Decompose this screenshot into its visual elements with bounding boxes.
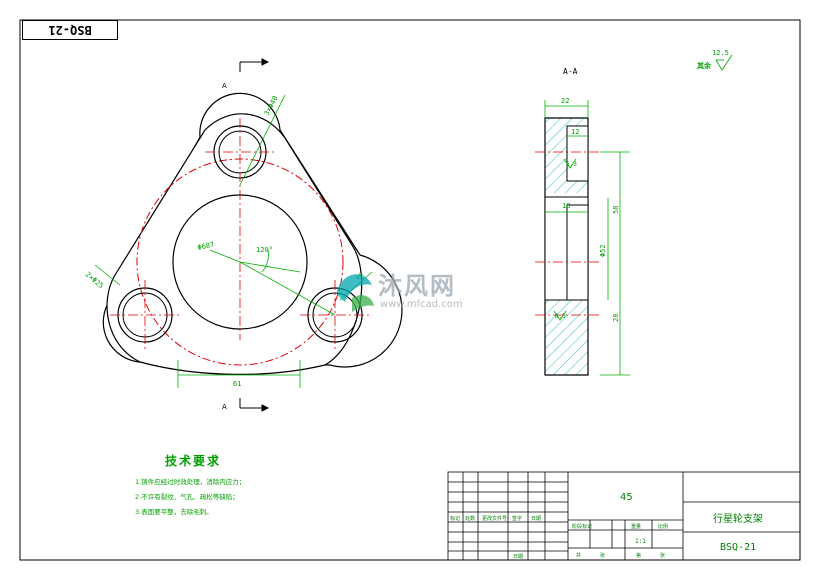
cut-mark-bottom: A <box>222 403 227 411</box>
drawing-frame <box>19 19 801 561</box>
roughness-symbol: 12.5 其余 <box>697 49 733 71</box>
section-label: A-A <box>563 67 578 76</box>
weight-label: 重量 <box>631 523 641 530</box>
dim-bore: Φ687 <box>197 241 215 252</box>
roughness-value: 12.5 <box>712 49 729 57</box>
section-center-lines <box>535 151 600 316</box>
sheet-number-unit: 张 <box>660 552 665 559</box>
watermark-brand: 沐风网 <box>378 272 456 300</box>
section-dimension-lines <box>544 100 630 376</box>
dim-width: 61 <box>233 380 241 388</box>
section-cut-bottom <box>239 398 270 412</box>
roughness-label: 其余 <box>697 61 712 70</box>
section-cut-top <box>239 58 270 72</box>
scale-value: 1:1 <box>635 538 646 545</box>
tech-requirement-item: 3.表面要平整，去除毛刺。 <box>135 508 213 516</box>
material: 45 <box>620 492 633 503</box>
stage-label: 阶段标记 <box>572 523 592 530</box>
tech-requirements-title: 技术要求 <box>165 454 222 468</box>
section-view <box>535 100 630 376</box>
dim-section-depth: 18 <box>562 202 570 210</box>
dim-section-lower: 28 <box>612 314 620 322</box>
sheet-total-unit: 张 <box>600 552 605 559</box>
header-date: 日期 <box>531 516 541 522</box>
flange-outline-smooth <box>106 113 363 375</box>
header-mark: 标记 <box>450 515 460 522</box>
watermark: 沐风网 www.mfcad.com <box>337 272 463 312</box>
flange-outline <box>102 92 403 368</box>
section-recess-inner <box>566 204 589 301</box>
center-lines <box>110 118 370 350</box>
finish-bottom: 6.3 <box>555 313 566 320</box>
drawing-code-stamp: BSQ-21 <box>22 20 118 40</box>
tech-requirement-item: 2.不许有裂纹、气孔、疏松等缺陷； <box>135 493 239 501</box>
dim-angle: 120° <box>256 246 273 254</box>
section-recess-top <box>566 125 589 182</box>
header-count: 处数 <box>465 515 475 522</box>
dim-section-inner: 12 <box>571 128 579 136</box>
drawing-number: BSQ-21 <box>720 542 756 553</box>
dim-holes: 3×Φ40 <box>263 95 280 117</box>
watermark-logo-icon <box>337 274 374 312</box>
sheet-number-label: 第 <box>636 552 641 559</box>
footer-date: 日期 <box>513 554 523 560</box>
part-name: 行星轮支架 <box>713 512 763 525</box>
scale-label: 比例 <box>658 523 668 530</box>
hatch-lower <box>545 300 588 375</box>
sheet-total-label: 共 <box>576 552 581 559</box>
header-change-doc: 更改文件号 <box>482 515 507 522</box>
tech-requirements: 技术要求 1.铸件应经过时效处理，消除内应力； 2.不许有裂纹、气孔、疏松等缺陷… <box>135 452 245 520</box>
front-view <box>94 58 403 412</box>
dim-holes-left: 2×Φ25 <box>84 270 105 290</box>
finish-top: 6.3 <box>566 161 577 168</box>
cut-mark-top: A <box>222 82 227 90</box>
header-sign: 签字 <box>512 515 522 522</box>
dim-section-height: Φ52 <box>599 244 607 257</box>
dim-section-width: 22 <box>561 97 569 105</box>
title-block-text: 标记 处数 更改文件号 签字 日期 日期 45 阶段标记 重量 比例 1:1 共… <box>450 492 763 560</box>
title-block <box>447 471 801 561</box>
tech-requirement-item: 1.铸件应经过时效处理，消除内应力； <box>135 478 246 486</box>
watermark-url: www.mfcad.com <box>380 299 463 310</box>
dim-section-upper: 58 <box>612 206 620 214</box>
